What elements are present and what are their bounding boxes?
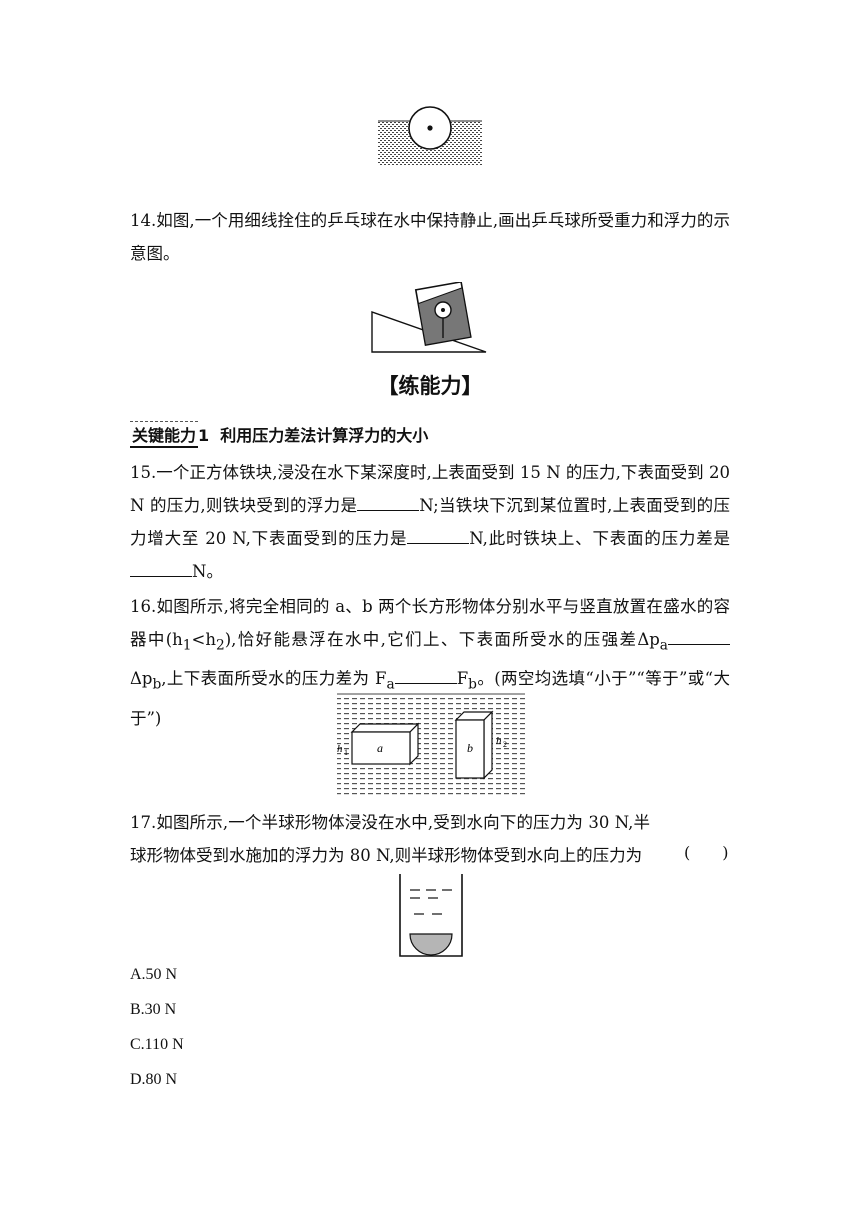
incline-tank-figure bbox=[371, 282, 487, 353]
label-a: a bbox=[377, 741, 383, 755]
label-b: b bbox=[467, 741, 473, 755]
label-h2: h bbox=[496, 735, 502, 747]
label-h2-sub: 2 bbox=[503, 740, 507, 749]
question-15: 15.一个正方体铁块,浸没在水下某深度时,上表面受到 15 N 的压力,下表面受… bbox=[130, 463, 730, 581]
key-ability-number: 1 bbox=[198, 426, 210, 445]
option-d[interactable]: D.80 N bbox=[130, 1071, 178, 1088]
answer-blank[interactable] bbox=[130, 562, 192, 577]
answer-blank[interactable] bbox=[394, 669, 457, 685]
answer-blank[interactable] bbox=[357, 496, 420, 511]
ping-pong-ball-surface-figure bbox=[378, 106, 482, 165]
section-title: 【练能力】 bbox=[377, 374, 483, 398]
question-14: 14.如图,一个用细线拴住的乒乓球在水中保持静止,画出乒乓球所受重力和浮力的示意… bbox=[130, 211, 730, 263]
answer-parentheses: ( ) bbox=[684, 843, 729, 862]
option-a[interactable]: A.50 N bbox=[130, 966, 178, 983]
question-16: 16.如图所示,将完全相同的 a、b 两个长方形物体分别水平与竖直放置在盛水的容… bbox=[130, 597, 730, 728]
beaker bbox=[399, 874, 463, 957]
block-b: b bbox=[454, 710, 494, 780]
option-c[interactable]: C.110 N bbox=[130, 1036, 184, 1053]
label-h1: h bbox=[337, 743, 343, 755]
option-b[interactable]: B.30 N bbox=[130, 1001, 177, 1018]
block-a: a bbox=[350, 722, 420, 766]
hemisphere-beaker-figure bbox=[399, 874, 463, 957]
two-blocks-water-figure: a h 1 b h 2 bbox=[337, 693, 525, 798]
answer-blank[interactable] bbox=[407, 529, 470, 544]
label-h1-sub: 1 bbox=[344, 748, 348, 757]
hemisphere bbox=[409, 933, 453, 956]
key-ability-title: 利用压力差法计算浮力的大小 bbox=[220, 426, 429, 445]
key-ability-tag: 关键能力 bbox=[130, 421, 199, 448]
question-17: 17.如图所示,一个半球形物体浸没在水中,受到水向下的压力为 30 N,半球形物… bbox=[130, 813, 650, 865]
answer-blank[interactable] bbox=[668, 630, 730, 645]
